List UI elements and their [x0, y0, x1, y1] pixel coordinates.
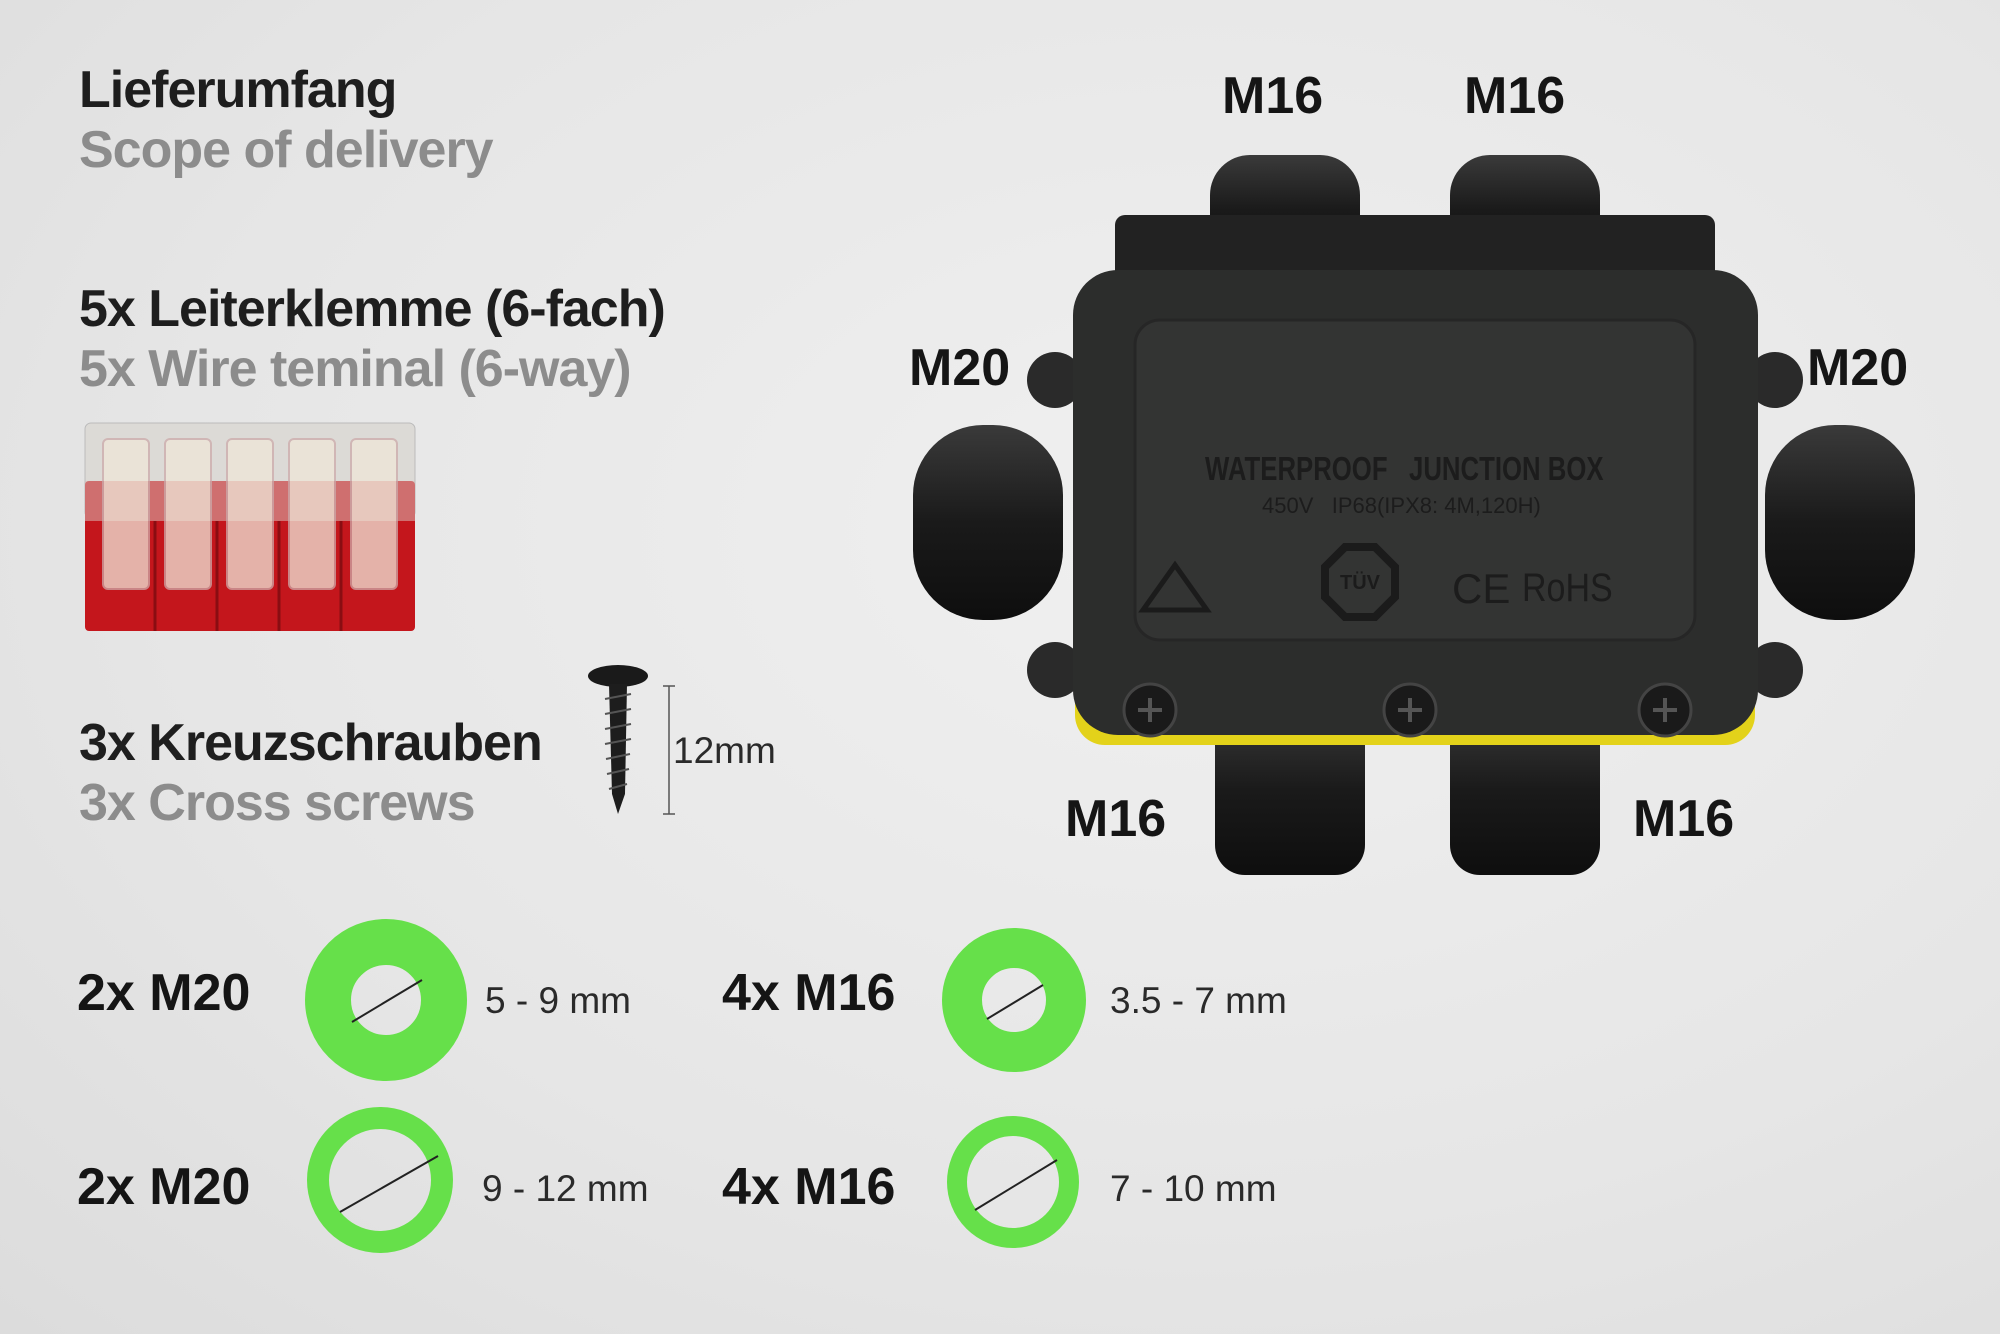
screw-image: [588, 665, 675, 815]
seal-label: 2x M20: [77, 1158, 251, 1216]
seal-range: 7 - 10 mm: [1110, 1168, 1277, 1209]
ce-mark: CE: [1452, 565, 1511, 612]
junction-box-image: TÜV: [913, 155, 1915, 875]
embossed-line1: WATERPROOF JUNCTION BOX: [1205, 450, 1604, 487]
seal-ring-image: [942, 928, 1086, 1072]
wire-terminal-image: [84, 422, 416, 631]
heading-de: Lieferumfang: [79, 61, 397, 119]
item-screws-de: 3x Kreuzschrauben: [79, 714, 543, 772]
seal-label: 4x M16: [722, 964, 896, 1022]
tuv-mark: TÜV: [1340, 571, 1381, 594]
seal-ring-image: [305, 919, 467, 1081]
item-terminal-en: 5x Wire teminal (6-way): [79, 340, 632, 398]
item-terminal-de: 5x Leiterklemme (6-fach): [79, 280, 666, 338]
rohs-mark: RoHS: [1522, 566, 1613, 610]
seal-ring-image: [307, 1107, 453, 1253]
seal-range: 9 - 12 mm: [482, 1168, 649, 1209]
port-label-left: M20: [909, 339, 1011, 397]
item-screws-en: 3x Cross screws: [79, 774, 475, 832]
heading-en: Scope of delivery: [79, 121, 494, 179]
port-label-top-right: M16: [1464, 67, 1566, 125]
seal-label: 4x M16: [722, 1158, 896, 1216]
seal-ring-image: [947, 1116, 1079, 1248]
screw-dimension: 12mm: [673, 730, 776, 771]
seal-label: 2x M20: [77, 964, 251, 1022]
port-label-top-left: M16: [1222, 67, 1324, 125]
port-label-right: M20: [1807, 339, 1909, 397]
embossed-line2: 450V IP68(IPX8: 4M,120H): [1262, 493, 1541, 518]
seal-range: 5 - 9 mm: [485, 980, 631, 1021]
seal-range: 3.5 - 7 mm: [1110, 980, 1287, 1021]
port-label-bottom-left: M16: [1065, 790, 1167, 848]
port-label-bottom-right: M16: [1633, 790, 1735, 848]
